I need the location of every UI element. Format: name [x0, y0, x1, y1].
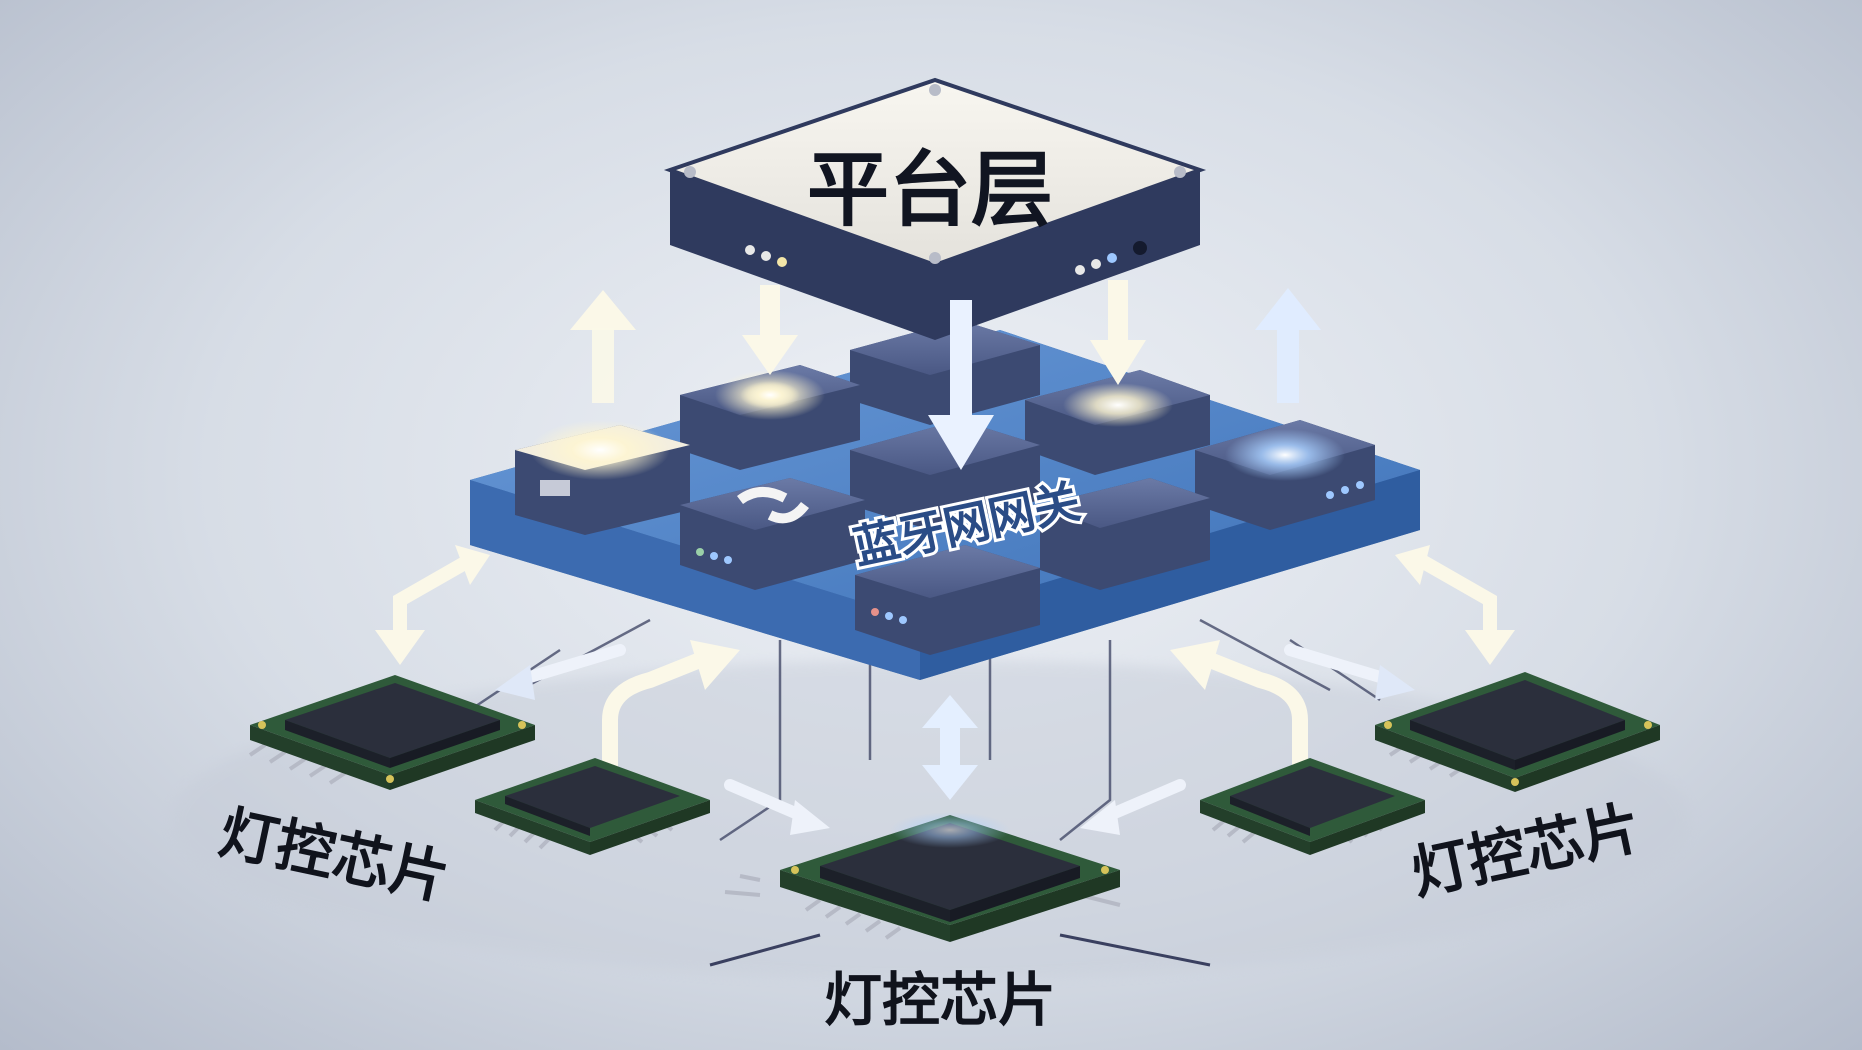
module: [850, 320, 1040, 425]
up-arrow: [570, 290, 636, 403]
module: [680, 478, 865, 590]
bidirectional-arrow: [393, 553, 1497, 647]
module: [1040, 478, 1210, 590]
chip-left-small: [475, 758, 710, 855]
platform-layer: [663, 77, 1207, 340]
down-arrow: [740, 285, 800, 409]
chip-label-center: 灯控芯片: [824, 966, 1056, 1034]
module: [850, 420, 1040, 530]
bidirectional-arrow: [922, 695, 978, 800]
module: [515, 420, 690, 535]
gateway-modules: [515, 320, 1375, 655]
chip-center: [709, 812, 1211, 967]
module: [1195, 420, 1375, 530]
flow-arrows: [375, 280, 1515, 835]
chip-right: [1375, 672, 1660, 792]
chip-left: [248, 675, 535, 790]
module: [1025, 370, 1210, 475]
module: [855, 545, 1040, 655]
down-arrow: [1090, 280, 1146, 385]
curved-arrow: [602, 652, 1308, 778]
down-arrow: [928, 300, 994, 470]
up-arrow: [1255, 288, 1321, 403]
chip-right-small: [1200, 758, 1425, 855]
platform-label: 平台层: [807, 143, 1053, 238]
